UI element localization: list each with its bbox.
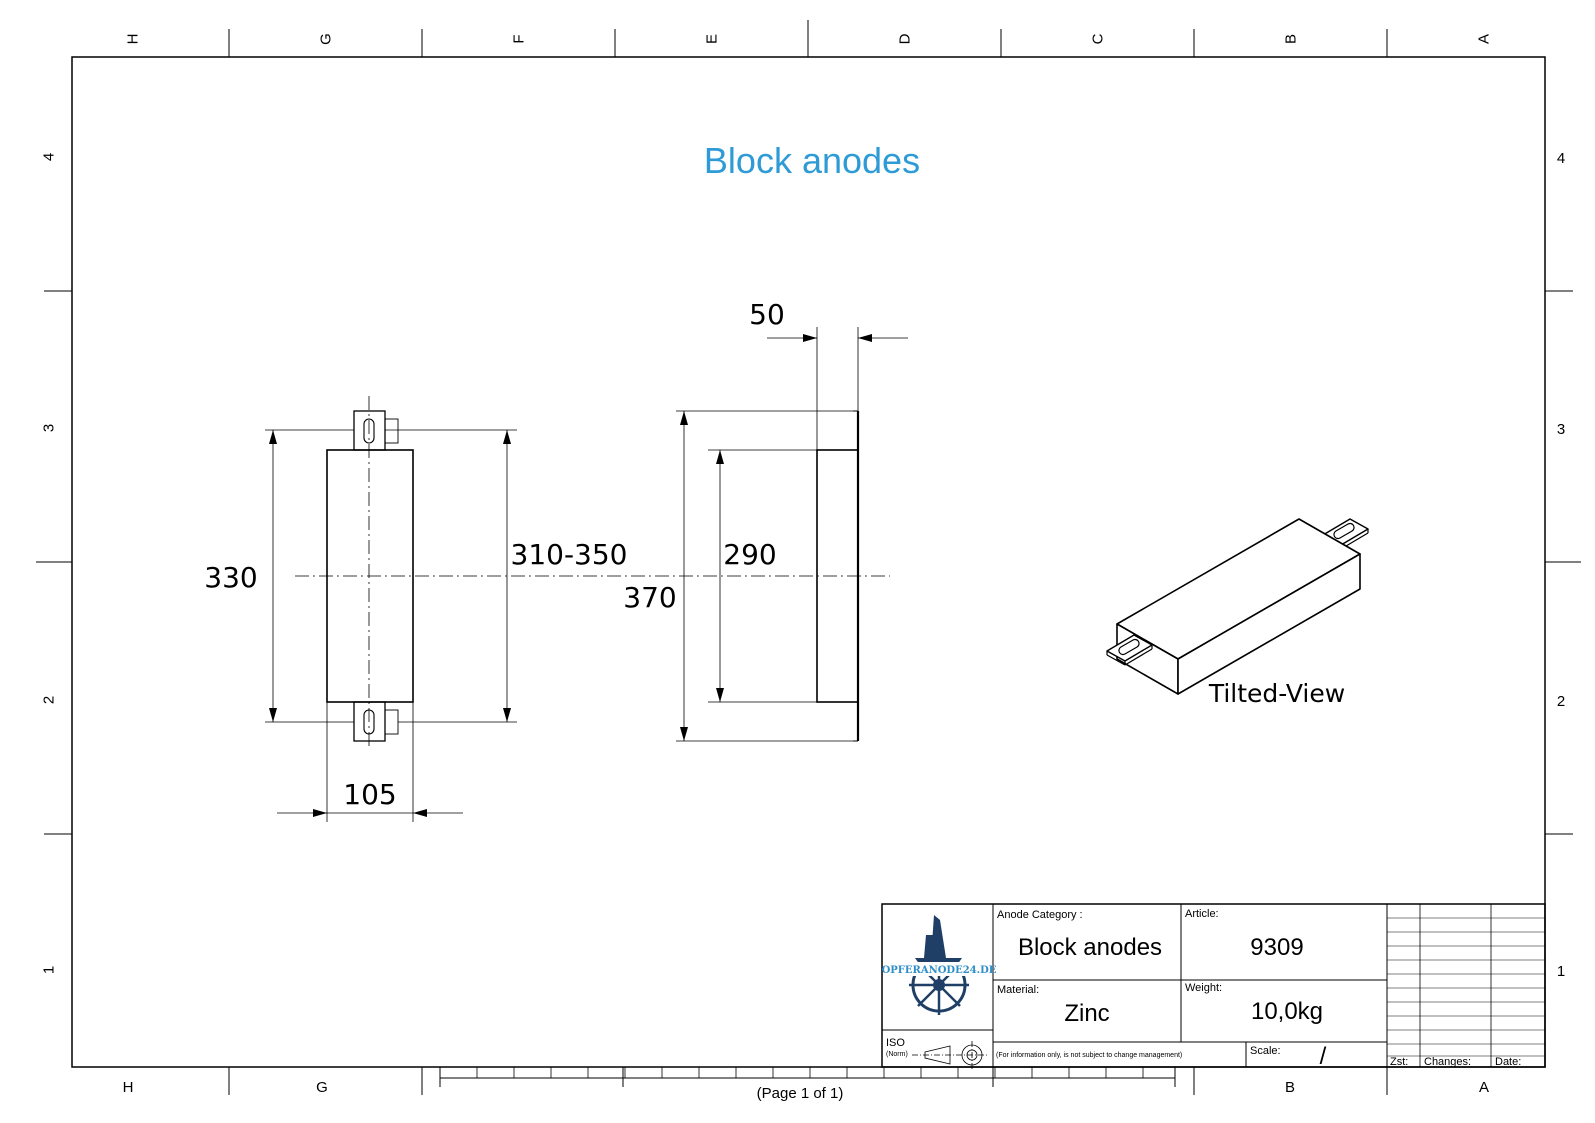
zone-bottom-h: H (123, 1079, 134, 1096)
front-view (265, 396, 517, 822)
iso-label: ISO (886, 1037, 905, 1049)
revision-changes-label: Changes: (1424, 1056, 1471, 1068)
dim-label-front-width: 105 (343, 778, 396, 811)
front-top-lug (353, 410, 386, 451)
material-value: Zinc (1064, 1000, 1109, 1027)
zone-left-1: 1 (41, 966, 58, 974)
tilted-box-side (1177, 553, 1361, 695)
page-label: (Page 1 of 1) (757, 1085, 844, 1102)
dim-label-side-body-height: 290 (723, 538, 776, 571)
top-zone-ticks (228, 20, 1388, 57)
zone-right-1: 1 (1557, 963, 1565, 980)
dim-label-side-total-height: 370 (623, 581, 676, 614)
drawing-title: Block anodes (704, 140, 920, 181)
disclaimer-text: (For information only, is not subject to… (996, 1052, 1182, 1059)
scale-value: / (1320, 1043, 1327, 1070)
side-zone-ticks (36, 290, 1581, 835)
dim-label-front-hole-pitch: 310-350 (511, 538, 628, 571)
tilted-right-lug-slot (1333, 522, 1355, 540)
dim-front-hole-pitch (385, 429, 517, 723)
zone-left-2: 2 (41, 696, 58, 704)
category-value: Block anodes (1018, 934, 1162, 961)
weight-value: 10,0kg (1251, 998, 1323, 1025)
zone-top-d: D (897, 33, 914, 44)
zone-bottom-g: G (316, 1079, 328, 1096)
zone-left-3: 3 (41, 424, 58, 432)
company-logo: OPFERANODE24.DE (882, 915, 997, 1015)
zone-left-4: 4 (41, 153, 58, 161)
side-view (676, 327, 908, 742)
front-bottom-lug-strap (384, 709, 399, 735)
dim-label-front-height: 330 (204, 561, 257, 594)
zone-right-4: 4 (1557, 150, 1565, 167)
zone-top-e: E (704, 34, 721, 44)
zone-right-2: 2 (1557, 693, 1565, 710)
zone-top-a: A (1476, 34, 1493, 44)
dim-side-thickness (767, 327, 908, 450)
dim-side-total-height (676, 410, 853, 742)
dim-label-side-thickness: 50 (749, 298, 785, 331)
logo-sail (931, 915, 946, 958)
zone-right-3: 3 (1557, 421, 1565, 438)
norm-label: (Norm) (886, 1051, 908, 1058)
logo-text: OPFERANODE24.DE (882, 965, 997, 976)
article-value: 9309 (1250, 934, 1303, 961)
front-bottom-lug (353, 701, 386, 742)
front-top-lug-strap (384, 418, 399, 444)
zone-bottom-a: A (1479, 1079, 1489, 1096)
dim-front-width (277, 702, 463, 822)
article-label: Article: (1185, 908, 1219, 920)
iso-projection-symbol (912, 1041, 988, 1069)
bottom-zone-ticks (228, 1067, 1388, 1095)
zone-bottom-b: B (1285, 1079, 1295, 1096)
title-block (881, 903, 1546, 1068)
zone-top-f: F (511, 34, 528, 43)
tilted-view-label: Tilted-View (1208, 679, 1345, 708)
zone-top-b: B (1283, 34, 1300, 44)
revision-date-label: Date: (1495, 1056, 1521, 1068)
tilted-view (1106, 518, 1369, 695)
zone-top-g: G (318, 33, 335, 45)
weight-label: Weight: (1185, 982, 1222, 994)
zone-top-h: H (125, 34, 142, 45)
tilted-left-lug-slot (1118, 638, 1140, 656)
dim-side-body-height (708, 449, 817, 703)
category-label: Anode Category : (997, 909, 1083, 921)
dim-front-height (265, 429, 354, 723)
scale-label: Scale: (1250, 1045, 1281, 1057)
material-label: Material: (997, 984, 1039, 996)
front-top-lug-slot (363, 418, 375, 444)
zone-top-c: C (1090, 33, 1107, 44)
bottom-scale-ruler (439, 1067, 1176, 1087)
front-bottom-lug-slot (363, 709, 375, 735)
revision-zst-label: Zst: (1390, 1056, 1408, 1068)
